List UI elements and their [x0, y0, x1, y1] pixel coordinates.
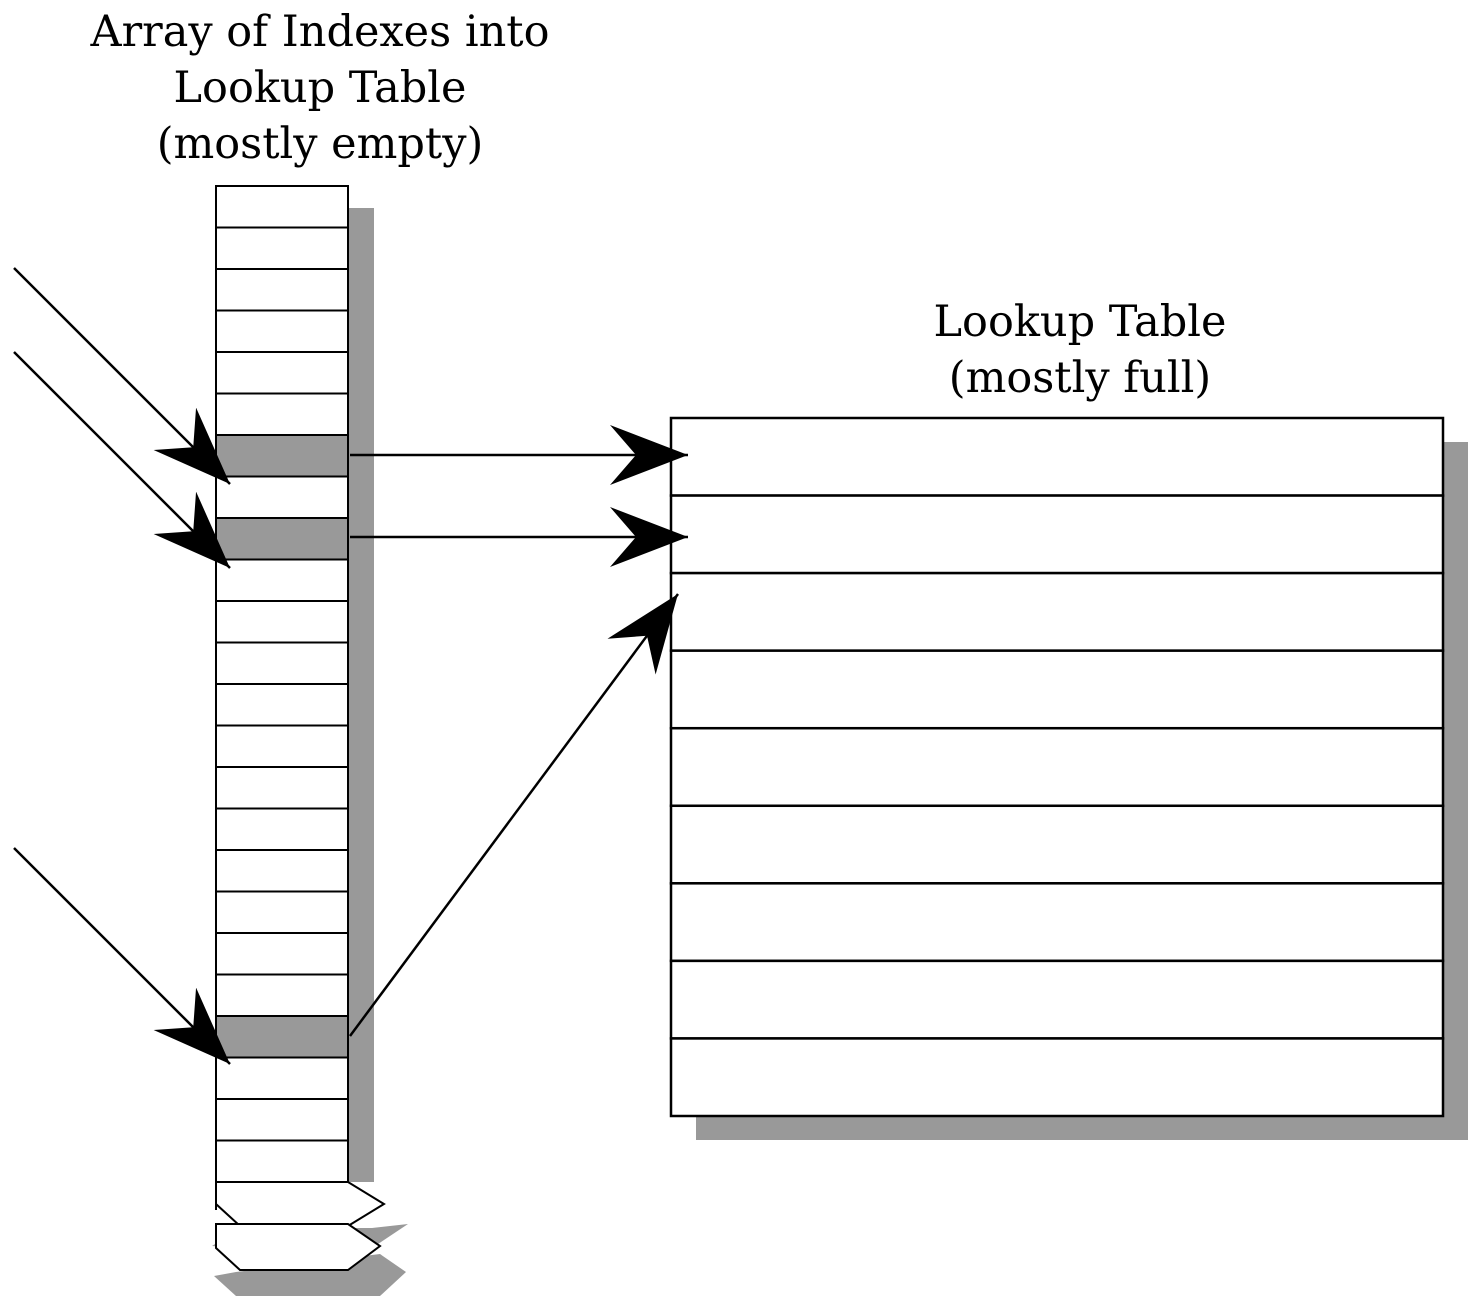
array-title: Array of Indexes into Lookup Table (most…	[60, 4, 580, 172]
incoming-arrows	[13, 267, 231, 1065]
incoming-arrow-2	[13, 351, 231, 569]
continuation-piece-2	[215, 1223, 382, 1271]
array-cell	[215, 932, 349, 976]
array-cell	[215, 351, 349, 395]
lookup-table-row	[669, 959, 1445, 1040]
array-cell	[215, 683, 349, 727]
array-title-line-1: Array of Indexes into	[90, 7, 550, 57]
continuation-piece-1	[215, 1181, 386, 1227]
array-cell	[215, 724, 349, 768]
array-cell	[215, 185, 349, 229]
array-cell	[215, 807, 349, 851]
lookup-table-row	[669, 726, 1445, 808]
lookup-table-row	[669, 416, 1445, 497]
lookup-table-row	[669, 649, 1445, 730]
pointer-arrows	[348, 425, 688, 1037]
array-cell	[215, 890, 349, 934]
array-cell	[215, 392, 349, 436]
array-cell	[215, 849, 349, 893]
array-cell	[215, 1056, 349, 1100]
array-cell-highlighted	[215, 1015, 349, 1059]
lookup-table-row	[669, 571, 1445, 652]
index-array-shadow	[348, 208, 374, 1182]
array-cell	[215, 558, 349, 602]
array-cell-highlighted	[215, 517, 349, 561]
array-cell-highlighted	[215, 434, 349, 478]
incoming-arrow-3	[13, 847, 231, 1065]
array-title-line-3: (mostly empty)	[156, 119, 484, 169]
array-title-line-2: Lookup Table	[173, 63, 467, 113]
lookup-table-row	[669, 804, 1445, 885]
lookup-table-title-line-1: Lookup Table	[933, 297, 1227, 347]
index-array	[215, 185, 349, 1183]
lookup-table	[669, 416, 1445, 1118]
lookup-table-row	[669, 1037, 1445, 1118]
array-cell	[215, 1098, 349, 1142]
array-cell	[215, 268, 349, 312]
array-cell	[215, 475, 349, 519]
incoming-arrow-1	[13, 267, 231, 485]
array-cell	[215, 1139, 349, 1183]
array-cell	[215, 973, 349, 1017]
array-cell	[215, 309, 349, 353]
array-cell	[215, 226, 349, 270]
pointer-arrow-3	[348, 593, 680, 1037]
lookup-table-row	[669, 494, 1445, 575]
continuation-shadow-2	[214, 1254, 406, 1296]
lookup-table-title: Lookup Table (mostly full)	[840, 294, 1320, 406]
array-continuation	[212, 1181, 408, 1296]
lookup-table-title-line-2: (mostly full)	[948, 353, 1212, 403]
array-cell	[215, 766, 349, 810]
lookup-table-row	[669, 882, 1445, 963]
array-cell	[215, 641, 349, 685]
array-cell	[215, 600, 349, 644]
